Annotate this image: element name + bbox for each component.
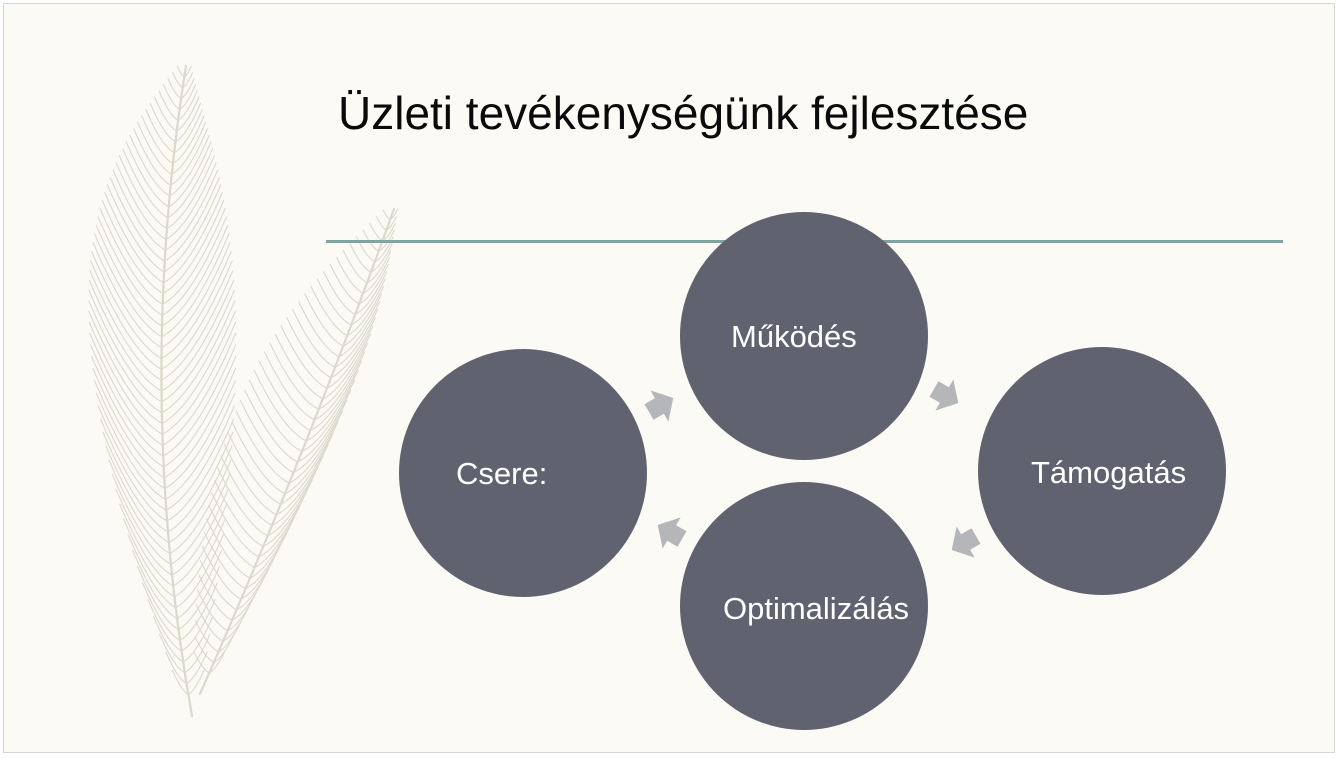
cycle-diagram (399, 212, 1226, 730)
arrow-csere-to-mukodes (644, 390, 674, 422)
arrows (644, 379, 981, 558)
node-label-optimalizalas: Optimalizálás (723, 591, 910, 626)
node-label-tamogatas: Támogatás (1031, 455, 1187, 490)
node-mukodes (680, 212, 928, 460)
feather-icon (88, 64, 398, 718)
arrow-tamogatas-to-optimalizalas (951, 526, 981, 558)
node-tamogatas (978, 347, 1226, 595)
node-optimalizalas (680, 482, 928, 730)
page-title: Üzleti tevékenységünk fejlesztése (338, 87, 1029, 139)
node-csere (399, 349, 647, 597)
node-label-csere: Csere: (456, 456, 548, 491)
slide: Üzleti tevékenységünk fejlesztése Működé… (3, 3, 1335, 753)
arrow-mukodes-to-tamogatas (929, 379, 959, 411)
arrow-optimalizalas-to-csere (657, 517, 687, 549)
node-label-mukodes: Működés (731, 319, 857, 354)
